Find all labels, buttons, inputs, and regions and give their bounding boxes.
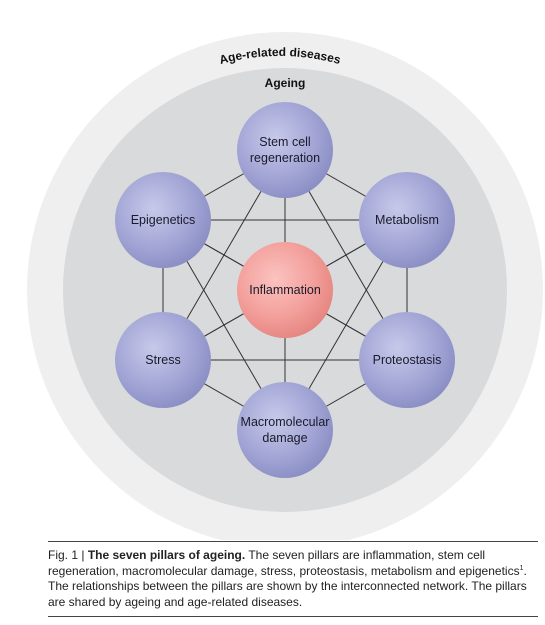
node-stress: Stress (115, 312, 211, 408)
node-stress-label: Stress (145, 353, 180, 367)
caption-text-2: . The relationships between the pillars … (48, 563, 527, 609)
figure-caption: Fig. 1 | The seven pillars of ageing. Th… (48, 548, 543, 610)
node-macromolecular-damage-label-2: damage (262, 431, 307, 445)
node-macromolecular-damage: Macromolecular damage (237, 382, 333, 478)
caption-ref: 1 (519, 564, 524, 572)
caption-title: The seven pillars of ageing. (87, 548, 246, 562)
caption-top-rule (48, 541, 538, 542)
node-metabolism: Metabolism (359, 172, 455, 268)
node-epigenetics: Epigenetics (115, 172, 211, 268)
caption-bottom-rule (48, 616, 538, 617)
node-inflammation-label: Inflammation (249, 283, 321, 297)
node-inflammation: Inflammation (237, 242, 333, 338)
node-stem-cell-regeneration-label-1: Stem cell (259, 135, 310, 149)
node-proteostasis-label: Proteostasis (373, 353, 442, 367)
node-metabolism-label: Metabolism (375, 213, 439, 227)
node-proteostasis: Proteostasis (359, 312, 455, 408)
node-epigenetics-label: Epigenetics (131, 213, 196, 227)
node-stem-cell-regeneration: Stem cell regeneration (237, 102, 333, 198)
caption-fig-label: Fig. 1 | (48, 548, 85, 562)
seven-pillars-diagram: Age-related diseases Ageing Stem cell re… (27, 32, 543, 540)
caption-text-1: The seven pillars are inflammation, stem… (48, 548, 520, 578)
node-stem-cell-regeneration-label-2: regeneration (250, 151, 320, 165)
node-macromolecular-damage-label-1: Macromolecular (241, 415, 330, 429)
inner-ring-label: Ageing (265, 76, 306, 90)
